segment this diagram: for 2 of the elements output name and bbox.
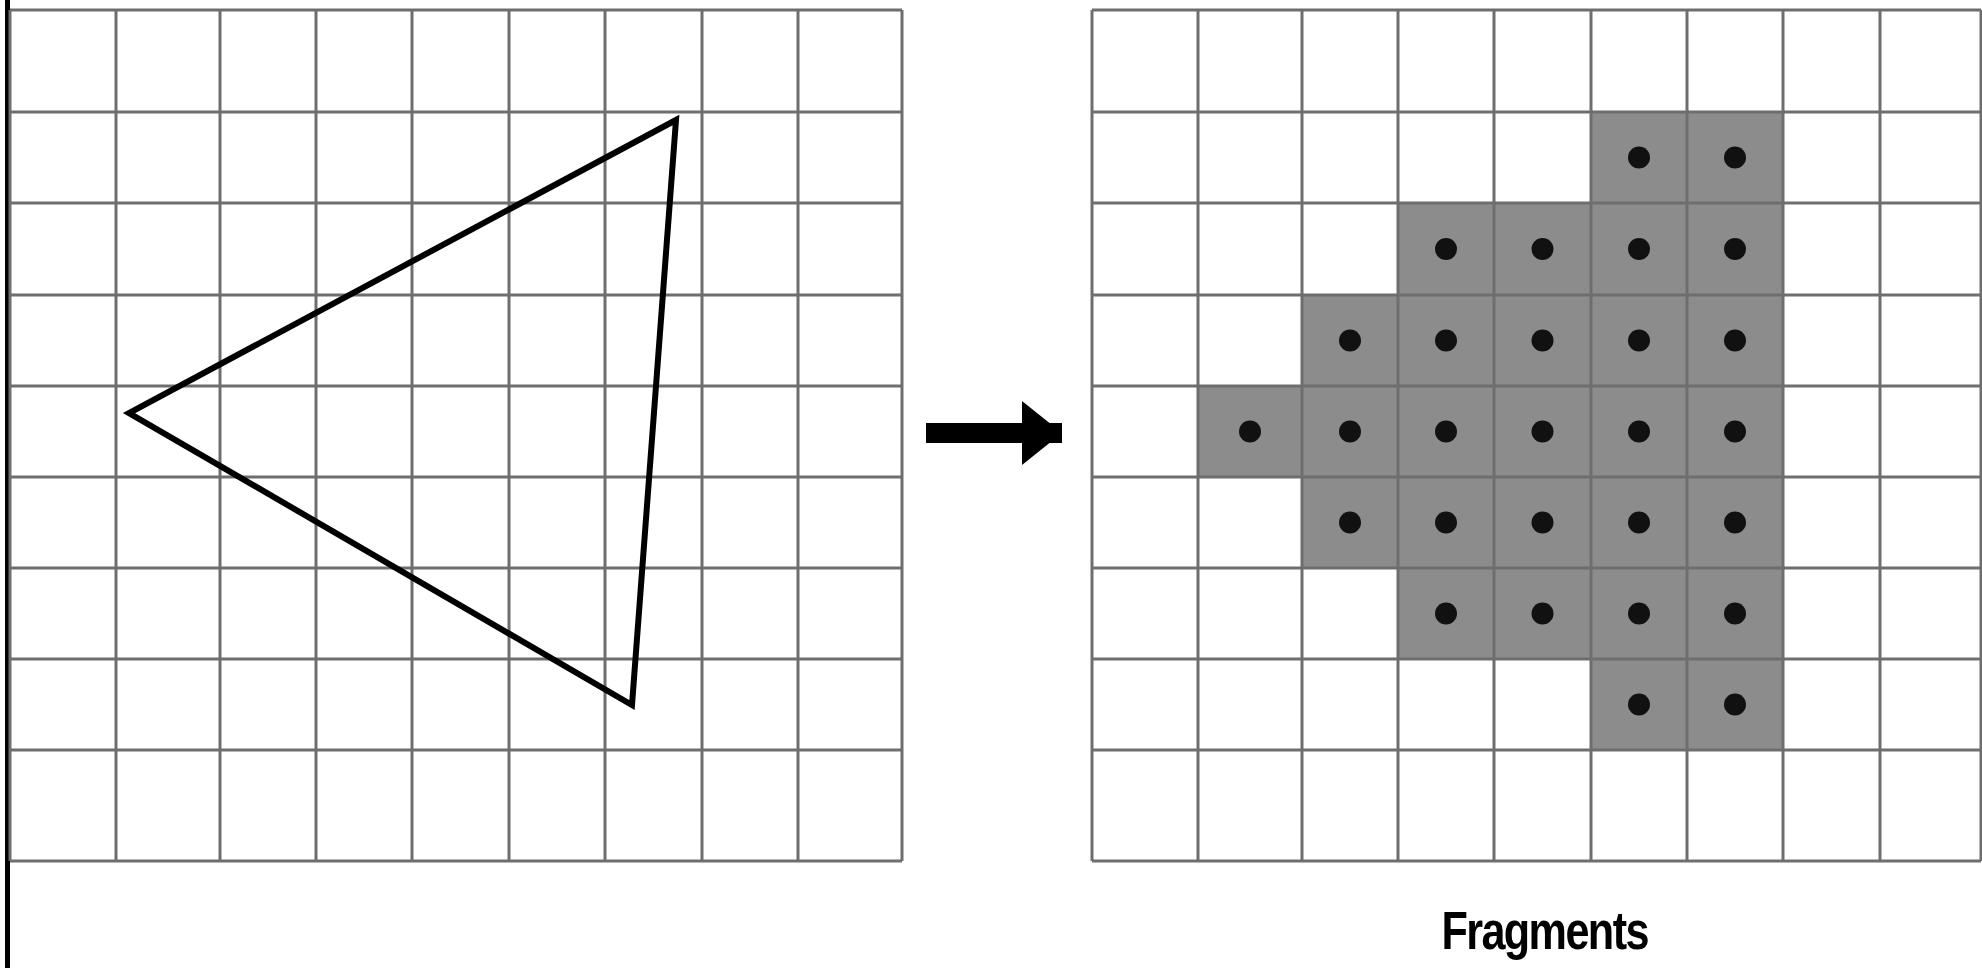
caption-label: Fragments bbox=[1440, 899, 1650, 961]
arrow bbox=[926, 401, 1062, 465]
